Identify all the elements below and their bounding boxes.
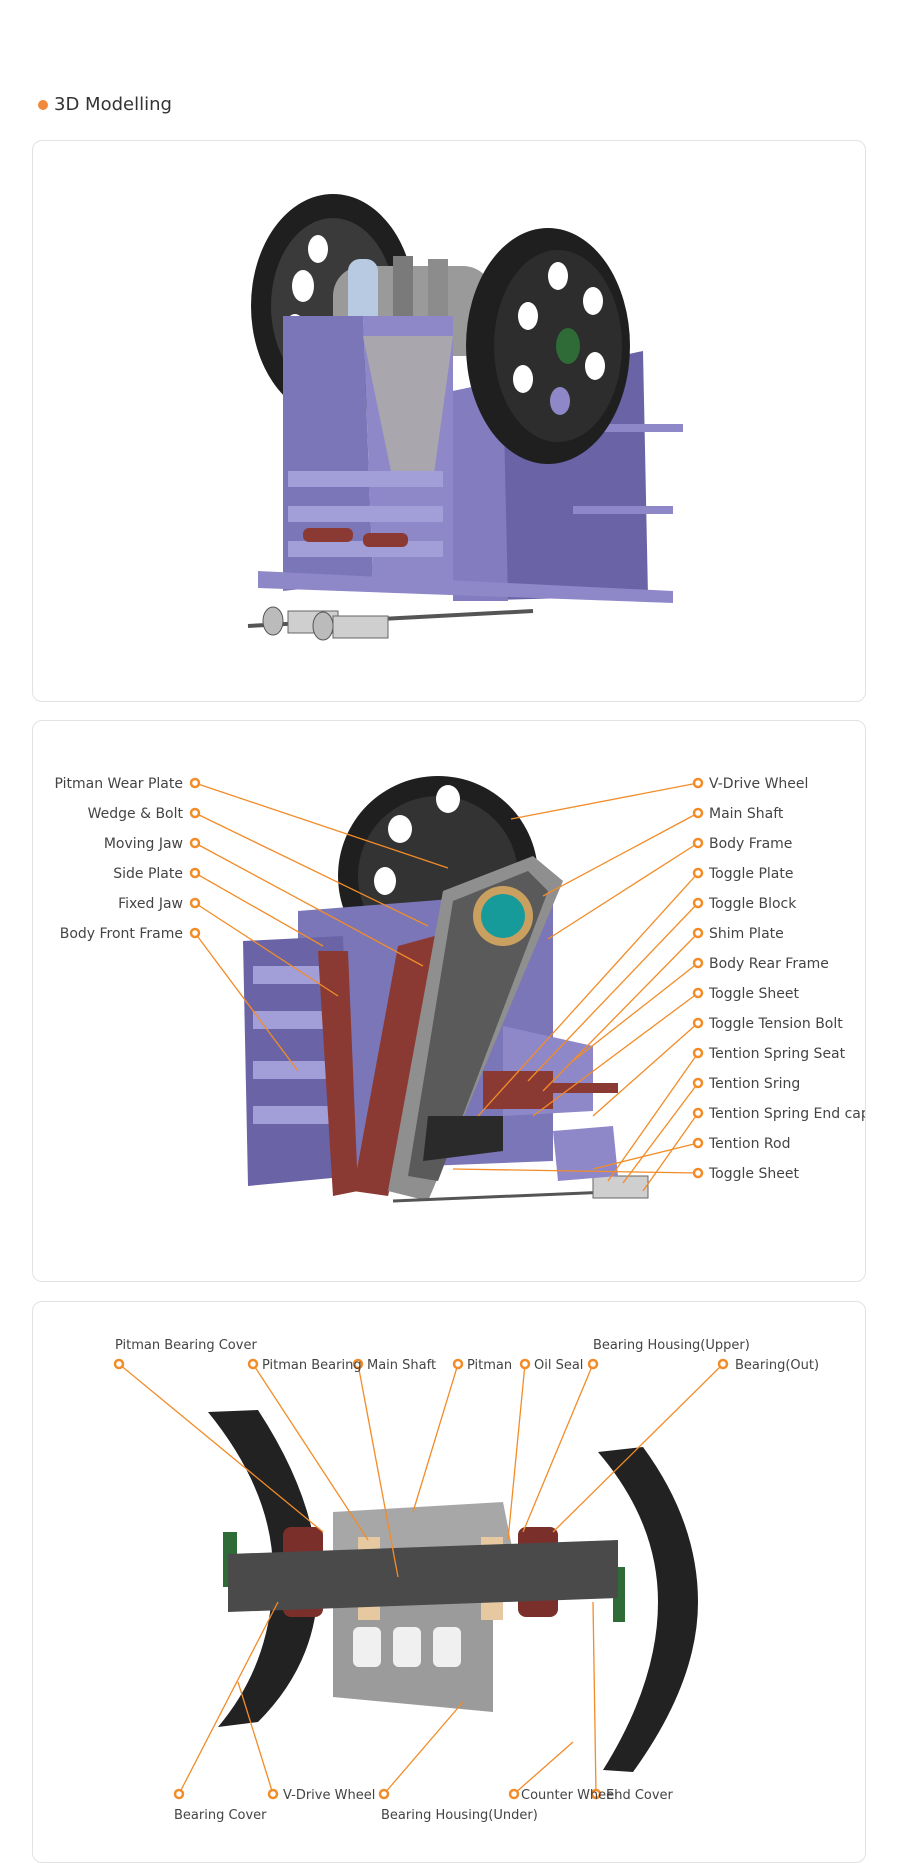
label-pitman: Pitman: [467, 1358, 512, 1373]
callout-marker: [692, 777, 704, 789]
label-moving-jaw: Moving Jaw: [104, 836, 183, 852]
callout-marker: [247, 1358, 259, 1370]
right-flywheel: [466, 228, 630, 464]
callout-marker: [189, 867, 201, 879]
callout-marker: [189, 777, 201, 789]
label-tention-spring-end-cap: Tention Spring End cap: [708, 1106, 865, 1122]
callout-marker: [692, 1167, 704, 1179]
callout-marker: [692, 957, 704, 969]
callout-marker: [692, 807, 704, 819]
panel-shaft-assembly: Pitman Bearing Cover Pitman Bearing Main…: [32, 1301, 866, 1863]
callout-marker: [378, 1788, 390, 1800]
callout-marker: [692, 1017, 704, 1029]
callout-marker: [189, 837, 201, 849]
crusher-render-image: [247, 194, 683, 641]
label-toggle-sheet-2: Toggle Sheet: [708, 1166, 799, 1182]
callout-marker: [267, 1788, 279, 1800]
top-callouts: Pitman Bearing Cover Pitman Bearing Main…: [113, 1338, 819, 1578]
bullet-dot: [38, 99, 48, 110]
label-pitman-wear-plate: Pitman Wear Plate: [55, 776, 184, 792]
label-body-frame: Body Frame: [709, 836, 792, 852]
callout-marker: [519, 1358, 531, 1370]
label-tention-spring-seat: Tention Spring Seat: [708, 1046, 846, 1062]
crusher-section-diagram: Pitman Wear Plate Wedge & Bolt Moving Ja…: [55, 776, 865, 1203]
callout-marker: [692, 1047, 704, 1059]
label-counter-wheel: Counter Wheel: [521, 1788, 618, 1803]
label-end-cover: End Cover: [606, 1788, 674, 1803]
section-drawing: [243, 776, 649, 1203]
label-bearing-cover: Bearing Cover: [174, 1808, 267, 1823]
panel-crusher-render: [32, 140, 866, 702]
label-shim-plate: Shim Plate: [709, 926, 784, 942]
callout-marker: [189, 897, 201, 909]
body-frame: [258, 316, 683, 603]
shaft-assembly-diagram: Pitman Bearing Cover Pitman Bearing Main…: [113, 1338, 819, 1823]
callout-marker: [189, 927, 201, 939]
callout-marker: [692, 927, 704, 939]
label-toggle-block: Toggle Block: [708, 896, 797, 912]
tension-assembly: [247, 528, 534, 641]
label-body-rear-frame: Body Rear Frame: [709, 956, 829, 972]
panel-crusher-section: Pitman Wear Plate Wedge & Bolt Moving Ja…: [32, 720, 866, 1282]
label-fixed-jaw: Fixed Jaw: [118, 896, 183, 912]
left-callouts: Pitman Wear Plate Wedge & Bolt Moving Ja…: [55, 776, 449, 1072]
bottom-callouts: Bearing Cover V-Drive Wheel Bearing Hous…: [173, 1601, 674, 1823]
callout-marker: [352, 1358, 364, 1370]
callout-marker: [692, 867, 704, 879]
right-callouts: V-Drive Wheel Main Shaft Body Frame Togg…: [452, 776, 865, 1192]
callout-marker: [692, 1137, 704, 1149]
label-pitman-bearing: Pitman Bearing: [262, 1358, 362, 1373]
label-body-front-frame: Body Front Frame: [60, 926, 183, 942]
shaft-drawing: [208, 1410, 698, 1772]
callout-marker: [452, 1358, 464, 1370]
callout-marker: [173, 1788, 185, 1800]
callout-marker: [113, 1358, 125, 1370]
callout-marker: [692, 897, 704, 909]
callout-marker: [590, 1788, 602, 1800]
callout-marker: [587, 1358, 599, 1370]
label-tention-sring: Tention Sring: [708, 1076, 800, 1092]
label-bearing-out: Bearing(Out): [735, 1358, 819, 1373]
label-oil-seal: Oil Seal: [534, 1358, 583, 1373]
label-v-drive-wheel: V-Drive Wheel: [709, 776, 808, 792]
label-toggle-tension-bolt: Toggle Tension Bolt: [708, 1016, 843, 1032]
label-bearing-housing-upper: Bearing Housing(Upper): [593, 1338, 750, 1353]
label-v-drive-wheel-2: V-Drive Wheel: [283, 1788, 375, 1803]
label-main-shaft-2: Main Shaft: [367, 1358, 436, 1373]
label-bearing-housing-under: Bearing Housing(Under): [381, 1808, 538, 1823]
label-wedge-bolt: Wedge & Bolt: [88, 806, 184, 822]
label-main-shaft: Main Shaft: [709, 806, 784, 822]
label-side-plate: Side Plate: [113, 866, 183, 882]
callout-marker: [717, 1358, 729, 1370]
section-title: 3D Modelling: [38, 94, 172, 115]
callout-marker: [692, 987, 704, 999]
label-tention-rod: Tention Rod: [708, 1136, 790, 1152]
callout-marker: [692, 1077, 704, 1089]
label-toggle-sheet: Toggle Sheet: [708, 986, 799, 1002]
callout-marker: [508, 1788, 520, 1800]
label-toggle-plate: Toggle Plate: [708, 866, 793, 882]
label-pitman-bearing-cover: Pitman Bearing Cover: [115, 1338, 257, 1353]
section-title-text: 3D Modelling: [54, 94, 172, 115]
callout-marker: [189, 807, 201, 819]
callout-marker: [692, 837, 704, 849]
callout-marker: [692, 1107, 704, 1119]
